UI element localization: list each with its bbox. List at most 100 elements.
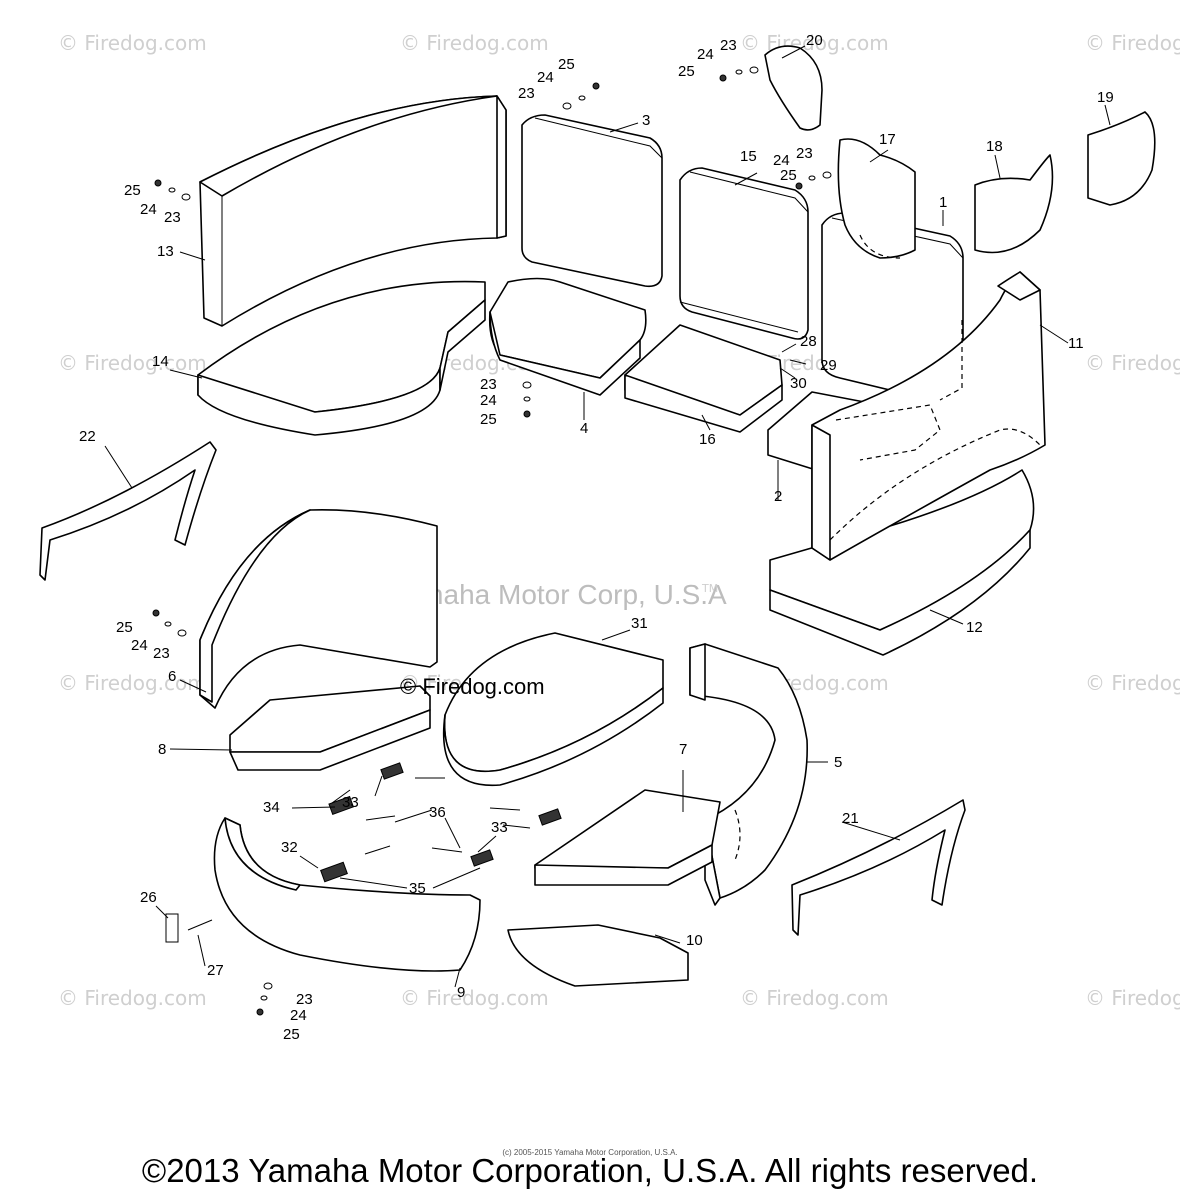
- nut-icon: [523, 410, 531, 418]
- callout-17: 17: [879, 131, 896, 148]
- callout-7: 7: [679, 741, 687, 758]
- washer-icon: [164, 621, 172, 627]
- part-31-cushion: [442, 632, 664, 787]
- callout-2: 2: [774, 488, 782, 505]
- callout-29: 29: [820, 357, 837, 374]
- callout-24: 24: [773, 152, 790, 169]
- nut-icon: [795, 182, 803, 190]
- callout-23: 23: [796, 145, 813, 162]
- washer-icon: [749, 66, 759, 74]
- washer-icon: [522, 381, 532, 389]
- watermark: © Firedog.com: [1085, 31, 1180, 55]
- callout-23: 23: [153, 645, 170, 662]
- washer-icon: [822, 171, 832, 179]
- callout-20: 20: [806, 32, 823, 49]
- watermark: © Firedog.com: [740, 986, 889, 1010]
- part-10-cushion: [507, 924, 689, 987]
- part-9-front: [213, 817, 481, 972]
- callout-8: 8: [158, 741, 166, 758]
- part-3-cushion: [521, 114, 663, 288]
- watermark: © Firedog.com: [58, 986, 207, 1010]
- callout-layer: 1 2 3 4 5 6 7 8 9 10 11 12 13 14 15 16 1…: [79, 32, 1114, 1043]
- brand-watermark: Yamaha Motor Corp, U.S.A: [388, 579, 727, 610]
- nut-icon: [152, 609, 160, 617]
- callout-6: 6: [168, 668, 176, 685]
- callout-5: 5: [834, 754, 842, 771]
- callout-10: 10: [686, 932, 703, 949]
- callout-1: 1: [939, 194, 947, 211]
- part-14-seat-base: [197, 280, 486, 436]
- callout-34: 34: [263, 799, 280, 816]
- nut-icon: [592, 82, 600, 90]
- washer-icon: [808, 175, 816, 181]
- callout-3: 3: [642, 112, 650, 129]
- watermark: © Firedog.com: [400, 986, 549, 1010]
- callout-25: 25: [558, 56, 575, 73]
- callout-4: 4: [580, 420, 588, 437]
- callout-33: 33: [342, 794, 359, 811]
- part-17-panel: [837, 138, 916, 259]
- hardware-layer: [152, 66, 832, 1016]
- part-4-seat: [488, 277, 647, 396]
- callout-36: 36: [429, 804, 446, 821]
- callout-25: 25: [480, 411, 497, 428]
- part-13-backrest: [199, 95, 507, 327]
- callout-23: 23: [720, 37, 737, 54]
- bracket-icon: [328, 795, 355, 816]
- callout-27: 27: [207, 962, 224, 979]
- callout-24: 24: [537, 69, 554, 86]
- callout-11: 11: [1068, 335, 1084, 352]
- washer-icon: [181, 193, 191, 201]
- washer-icon: [735, 69, 743, 75]
- watermark: © Firedog.com: [58, 31, 207, 55]
- callout-31: 31: [631, 615, 648, 632]
- watermark: © Firedog.com: [58, 671, 207, 695]
- callout-24: 24: [140, 201, 157, 218]
- callout-25: 25: [124, 182, 141, 199]
- callout-23: 23: [480, 376, 497, 393]
- watermark: © Firedog.com: [1085, 351, 1180, 375]
- part-15-cushion: [679, 167, 809, 340]
- bracket-icon: [320, 861, 348, 883]
- callout-16: 16: [699, 431, 716, 448]
- part-20-panel: [764, 45, 823, 131]
- part-11-side-backrest: [811, 271, 1046, 561]
- callout-22: 22: [79, 428, 96, 445]
- callout-35: 35: [409, 880, 426, 897]
- nut-icon: [719, 74, 727, 82]
- brand-tm: TM: [701, 582, 718, 595]
- bracket-icon: [380, 762, 404, 780]
- part-8-seat: [229, 685, 431, 771]
- callout-26: 26: [140, 889, 157, 906]
- washer-icon: [523, 396, 531, 402]
- callout-9: 9: [457, 984, 465, 1001]
- callout-25: 25: [116, 619, 133, 636]
- watermark: © Firedog.com: [400, 31, 549, 55]
- bracket-icon: [165, 913, 179, 943]
- callout-24: 24: [131, 637, 148, 654]
- callout-30: 30: [790, 375, 807, 392]
- callout-24: 24: [480, 392, 497, 409]
- callout-24: 24: [697, 46, 714, 63]
- callout-32: 32: [281, 839, 298, 856]
- watermark-layer: © Firedog.com © Firedog.com © Firedog.co…: [58, 31, 1180, 1010]
- part-19-panel: [1087, 111, 1156, 206]
- watermark: © Firedog.com: [740, 31, 889, 55]
- nut-icon: [256, 1008, 264, 1016]
- part-16-seat: [624, 324, 783, 433]
- callout-25: 25: [678, 63, 695, 80]
- callout-13: 13: [157, 243, 174, 260]
- part-22-trim: [39, 441, 217, 581]
- bracket-icon: [538, 808, 562, 826]
- callout-23: 23: [296, 991, 313, 1008]
- callout-23: 23: [164, 209, 181, 226]
- callout-12: 12: [966, 619, 983, 636]
- nut-icon: [154, 179, 162, 187]
- callout-21: 21: [842, 810, 859, 827]
- footer-copyright: ©2013 Yamaha Motor Corporation, U.S.A. A…: [141, 1152, 1039, 1189]
- part-7-seat: [534, 789, 721, 886]
- callout-18: 18: [986, 138, 1003, 155]
- watermark: © Firedog.com: [1085, 986, 1180, 1010]
- part-5-backrest: [689, 643, 808, 906]
